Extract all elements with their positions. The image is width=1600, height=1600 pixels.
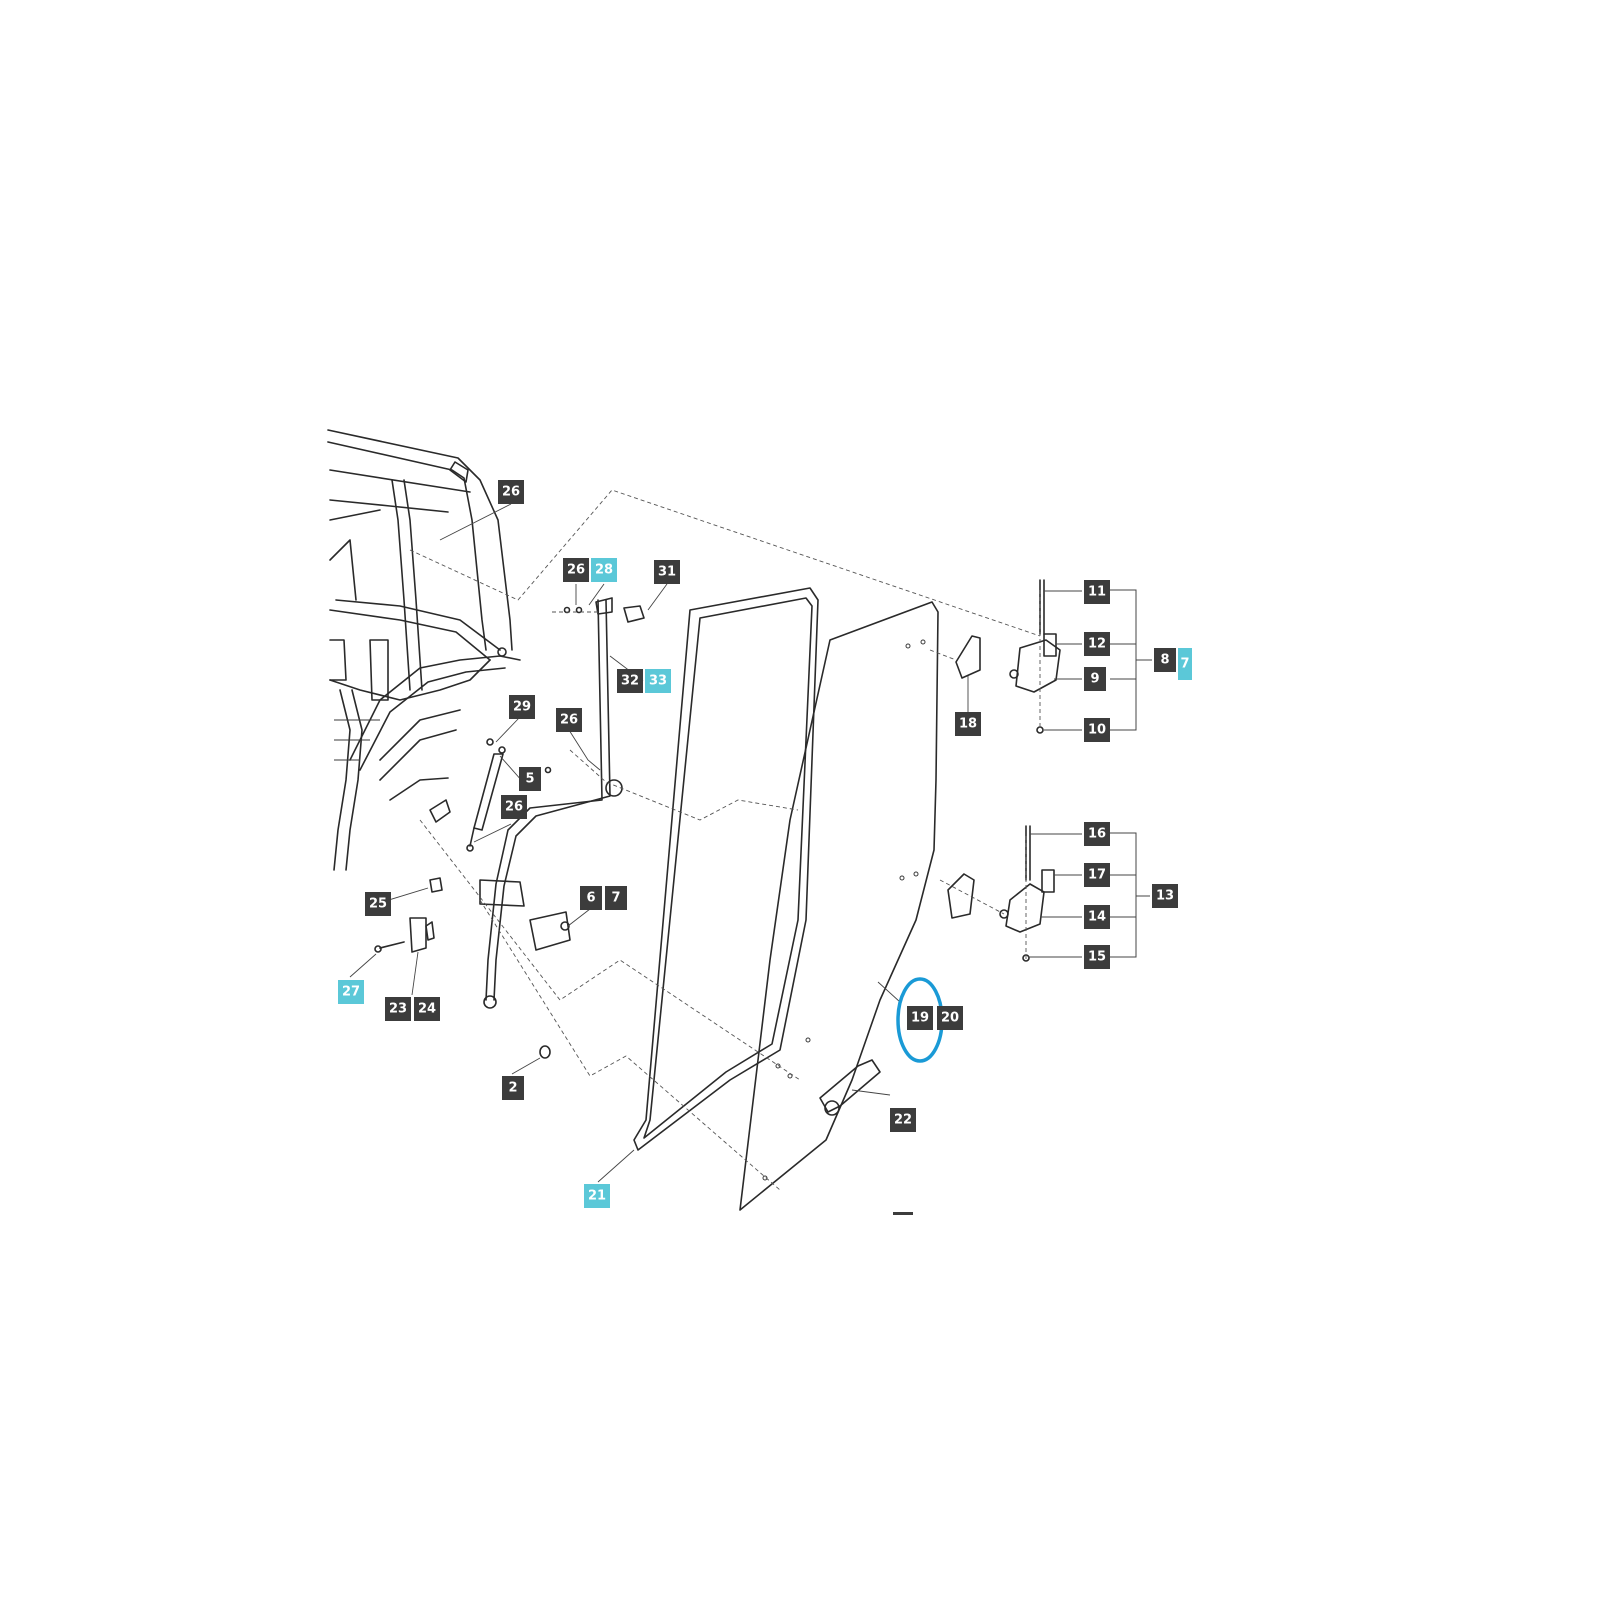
callout-14: 14 [1084,905,1110,929]
upper-hinge [955,579,1061,734]
door-glass [739,601,939,1211]
svg-text:24: 24 [418,1002,436,1017]
callout-28: 28 [591,558,617,582]
svg-text:26: 26 [560,713,578,728]
callout-12: 12 [1084,632,1110,656]
callout-18: 18 [955,712,981,736]
svg-text:31: 31 [658,565,676,580]
svg-text:29: 29 [513,700,531,715]
svg-text:18: 18 [959,717,977,732]
svg-text:17: 17 [1088,868,1106,883]
callout-26: 26 [556,708,582,732]
svg-text:11: 11 [1088,585,1106,600]
svg-text:26: 26 [567,563,585,578]
svg-text:14: 14 [1088,910,1106,925]
callout-2: 2 [502,1076,524,1100]
callout-26: 26 [498,480,524,504]
lower-hinge [947,825,1055,962]
svg-text:12: 12 [1088,637,1106,652]
door-seal [633,587,819,1151]
svg-text:32: 32 [621,674,639,689]
svg-text:21: 21 [588,1189,606,1204]
svg-text:7: 7 [611,891,620,906]
svg-text:6: 6 [586,891,595,906]
callout-17: 17 [1084,863,1110,887]
callout-32: 32 [617,669,643,693]
svg-text:10: 10 [1088,723,1106,738]
callout-10: 10 [1084,718,1110,742]
callout-16: 16 [1084,822,1110,846]
edge-mark [893,1212,913,1215]
callout-5: 5 [519,767,541,791]
callout-15: 15 [1084,945,1110,969]
svg-text:16: 16 [1088,827,1106,842]
callout-21: 21 [584,1184,610,1208]
cab-frame [327,429,521,871]
svg-text:8: 8 [1160,653,1169,668]
svg-text:7: 7 [1180,657,1189,672]
svg-text:13: 13 [1156,889,1174,904]
hinge-arm [479,597,645,1009]
callout-9: 9 [1084,667,1106,691]
svg-text:15: 15 [1088,950,1106,965]
callout-labels: 26 26 28 31 32 33 29 26 5 26 25 6 7 27 2… [338,480,1192,1208]
callout-19: 19 [907,1006,933,1030]
callout-33: 33 [645,669,671,693]
svg-text:20: 20 [941,1011,959,1026]
svg-text:2: 2 [508,1081,517,1096]
latch-parts [374,877,571,1059]
leader-lines [349,503,1152,1183]
callout-26: 26 [563,558,589,582]
svg-text:5: 5 [525,772,534,787]
svg-text:23: 23 [389,1002,407,1017]
svg-text:9: 9 [1090,672,1099,687]
svg-text:33: 33 [649,674,667,689]
callout-27: 27 [338,980,364,1004]
callout-23: 23 [385,997,411,1021]
assembly-lines [409,489,1041,1191]
callout-7: 7 [1178,648,1192,680]
svg-text:26: 26 [505,800,523,815]
callout-7: 7 [605,886,627,910]
svg-text:19: 19 [911,1011,929,1026]
svg-text:27: 27 [342,985,360,1000]
callout-22: 22 [890,1108,916,1132]
callout-24: 24 [414,997,440,1021]
callout-8: 8 [1154,648,1176,672]
svg-text:22: 22 [894,1113,912,1128]
callout-25: 25 [365,892,391,916]
callout-26: 26 [501,795,527,819]
callout-13: 13 [1152,884,1178,908]
callout-20: 20 [937,1006,963,1030]
door-handle [819,1059,881,1116]
svg-text:28: 28 [595,563,613,578]
svg-text:26: 26 [502,485,520,500]
callout-11: 11 [1084,580,1110,604]
callout-6: 6 [580,886,602,910]
callout-31: 31 [654,560,680,584]
gas-strut [466,738,506,852]
svg-text:25: 25 [369,897,387,912]
callout-29: 29 [509,695,535,719]
